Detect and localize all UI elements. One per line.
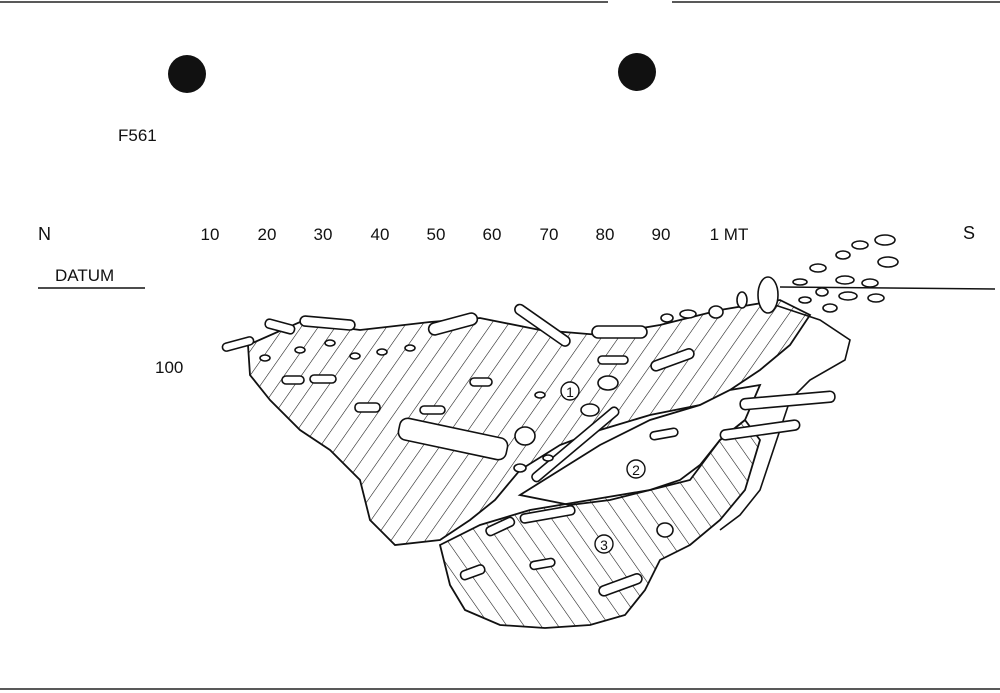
stone (514, 426, 536, 446)
scale-tick-70: 70 (539, 225, 559, 244)
north-label: N (38, 224, 51, 244)
stone (792, 278, 808, 286)
stone-large (397, 417, 509, 461)
stone (719, 419, 801, 441)
stone (597, 355, 629, 365)
stone (656, 522, 674, 538)
layer-marker-2: 2 (626, 459, 646, 479)
stone (679, 309, 697, 319)
south-label: S (963, 223, 976, 243)
stone (798, 296, 812, 304)
scale-tick-20: 20 (257, 225, 277, 244)
stone (376, 348, 388, 356)
stone (531, 406, 620, 483)
scale-tick-90: 90 (651, 225, 671, 244)
stone (419, 405, 446, 415)
stone (835, 250, 851, 260)
stone (649, 427, 679, 441)
stone (299, 315, 356, 331)
svg-text:1: 1 (566, 384, 574, 400)
stone (259, 354, 271, 362)
scale-tick-60: 60 (482, 225, 502, 244)
stone (404, 344, 416, 352)
scale-tick-1mt: 1 MT (709, 225, 749, 244)
stone (708, 305, 724, 319)
stones-group (221, 234, 899, 597)
stone (877, 256, 899, 268)
stone (809, 263, 827, 273)
stone (650, 348, 695, 372)
scale-tick-50: 50 (426, 225, 446, 244)
stone (469, 377, 493, 387)
stone (598, 573, 643, 597)
scale-tick-30: 30 (313, 225, 333, 244)
datum-line-right (779, 286, 996, 290)
stone (874, 234, 896, 246)
stone (354, 402, 381, 413)
stone (739, 390, 836, 411)
stone (324, 339, 336, 347)
stone (309, 374, 337, 384)
layer-3-fill (438, 418, 761, 629)
stone (835, 275, 855, 285)
stone (529, 557, 556, 571)
stone (264, 318, 296, 335)
svg-text:3: 3 (600, 537, 608, 553)
stone (513, 463, 527, 473)
datum-label: DATUM (55, 266, 115, 285)
stone (736, 291, 748, 309)
scale-tick-80: 80 (595, 225, 615, 244)
stone (427, 312, 479, 336)
stone (822, 303, 838, 313)
stone (867, 293, 885, 303)
stone (815, 287, 829, 297)
stone (542, 454, 554, 462)
scale-tick-10: 10 (200, 225, 220, 244)
layer-marker-3: 3 (594, 534, 614, 554)
stone (597, 375, 619, 391)
scale-tick-40: 40 (370, 225, 390, 244)
stone (459, 564, 486, 581)
stone (221, 336, 255, 352)
stone (660, 313, 674, 323)
feature-id-label: F561 (118, 126, 157, 145)
stone (838, 291, 858, 301)
stone (591, 325, 648, 339)
stone (519, 505, 576, 524)
stone (580, 403, 600, 417)
stone (851, 240, 869, 250)
depth-label: 100 (155, 358, 184, 377)
stone (514, 303, 571, 347)
stone (861, 278, 879, 288)
punch-hole-right (618, 53, 656, 91)
svg-text:2: 2 (632, 462, 640, 478)
stone (757, 276, 779, 314)
stone (294, 346, 306, 354)
punch-hole-left (168, 55, 206, 93)
stone (485, 516, 516, 537)
stone (349, 352, 361, 360)
stone (281, 375, 305, 385)
stone (534, 391, 546, 399)
layer-marker-1: 1 (560, 381, 580, 401)
